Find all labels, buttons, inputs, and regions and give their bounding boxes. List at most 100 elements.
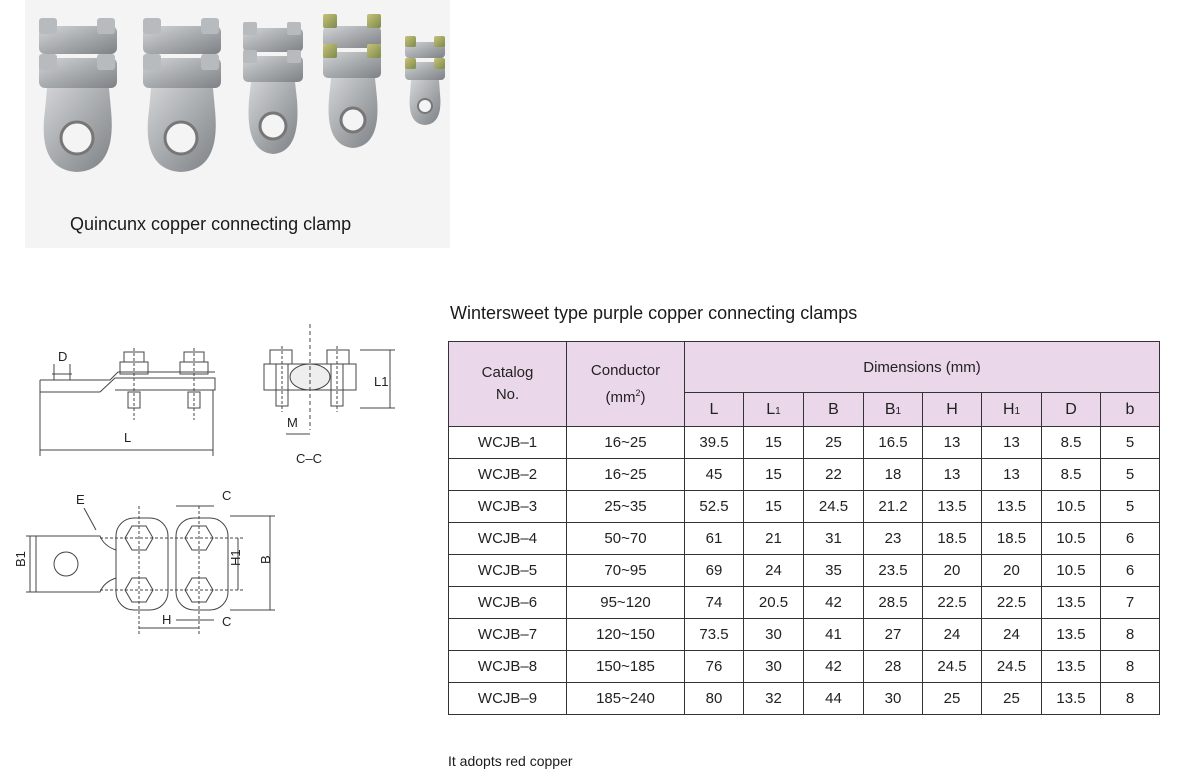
table-cell: 16~25 xyxy=(566,458,685,491)
clamp-photo-illustration xyxy=(39,14,445,172)
table-cell: 23 xyxy=(863,522,923,555)
table-cell: 120~150 xyxy=(566,618,685,651)
table-cell: WCJB–7 xyxy=(448,618,567,651)
table-cell: 15 xyxy=(743,490,804,523)
table-cell: WCJB–2 xyxy=(448,458,567,491)
table-cell: 8 xyxy=(1100,650,1160,683)
table-cell: 8 xyxy=(1100,682,1160,715)
table-cell: 21.2 xyxy=(863,490,923,523)
section-view-drawing xyxy=(263,324,395,435)
table-cell: 21 xyxy=(743,522,804,555)
table-cell: 24.5 xyxy=(803,490,864,523)
table-cell: 50~70 xyxy=(566,522,685,555)
section-caption: C–C xyxy=(296,451,322,466)
clamp-large-1 xyxy=(39,18,117,172)
header-dim-2: B xyxy=(803,392,864,427)
table-cell: 22.5 xyxy=(922,586,982,619)
table-title: Wintersweet type purple copper connectin… xyxy=(450,303,858,323)
header-dim-6: D xyxy=(1041,392,1101,427)
table-cell: 24 xyxy=(981,618,1042,651)
table-cell: 10.5 xyxy=(1041,490,1101,523)
table-cell: 18 xyxy=(863,458,923,491)
table-cell: 5 xyxy=(1100,458,1160,491)
table-cell: 7 xyxy=(1100,586,1160,619)
table-cell: 8.5 xyxy=(1041,426,1101,459)
table-cell: 18.5 xyxy=(922,522,982,555)
table-cell: 13.5 xyxy=(922,490,982,523)
header-dim-0: L xyxy=(684,392,744,427)
clamp-medium xyxy=(243,22,303,154)
table-cell: 22.5 xyxy=(981,586,1042,619)
label-D: D xyxy=(58,349,67,364)
table-cell: 31 xyxy=(803,522,864,555)
table-cell: 20 xyxy=(981,554,1042,587)
table-cell: 32 xyxy=(743,682,804,715)
table-cell: 10.5 xyxy=(1041,554,1101,587)
technical-drawings: D L L1 M C–C xyxy=(13,324,395,636)
header-dim-3: B1 xyxy=(863,392,923,427)
table-cell: 185~240 xyxy=(566,682,685,715)
table-cell: 15 xyxy=(743,426,804,459)
table-cell: 39.5 xyxy=(684,426,744,459)
table-cell: 61 xyxy=(684,522,744,555)
table-cell: 70~95 xyxy=(566,554,685,587)
table-cell: 8.5 xyxy=(1041,458,1101,491)
table-cell: WCJB–6 xyxy=(448,586,567,619)
table-cell: 24 xyxy=(922,618,982,651)
header-conductor: Conductor (mm2) xyxy=(566,341,685,427)
material-note: It adopts red copper xyxy=(448,753,573,769)
header-dim-7: b xyxy=(1100,392,1160,427)
table-cell: 150~185 xyxy=(566,650,685,683)
header-dim-5: H1 xyxy=(981,392,1042,427)
label-H: H xyxy=(162,612,171,627)
spec-table: Catalog No. Conductor (mm2) Dimensions (… xyxy=(448,341,1160,715)
table-cell: 13.5 xyxy=(1041,618,1101,651)
table-cell: 13 xyxy=(922,426,982,459)
table-cell: 22 xyxy=(803,458,864,491)
label-B: B xyxy=(258,555,273,564)
table-cell: 25~35 xyxy=(566,490,685,523)
table-cell: 13 xyxy=(981,458,1042,491)
photo-caption: Quincunx copper connecting clamp xyxy=(70,214,352,234)
table-cell: 13.5 xyxy=(1041,682,1101,715)
table-cell: 13 xyxy=(922,458,982,491)
label-C-top: C xyxy=(222,488,231,503)
table-cell: 13.5 xyxy=(1041,650,1101,683)
table-cell: 6 xyxy=(1100,522,1160,555)
label-H1: H1 xyxy=(228,549,243,566)
clamp-large-2 xyxy=(143,18,221,172)
table-cell: 24.5 xyxy=(922,650,982,683)
table-cell: 73.5 xyxy=(684,618,744,651)
table-cell: 25 xyxy=(981,682,1042,715)
table-cell: 5 xyxy=(1100,426,1160,459)
table-cell: 13.5 xyxy=(1041,586,1101,619)
table-cell: 30 xyxy=(743,650,804,683)
table-cell: 45 xyxy=(684,458,744,491)
table-cell: 10.5 xyxy=(1041,522,1101,555)
label-B1: B1 xyxy=(13,551,28,567)
table-cell: WCJB–8 xyxy=(448,650,567,683)
table-cell: 13.5 xyxy=(981,490,1042,523)
table-cell: 13 xyxy=(981,426,1042,459)
label-L1: L1 xyxy=(374,374,388,389)
table-cell: 20 xyxy=(922,554,982,587)
table-cell: 52.5 xyxy=(684,490,744,523)
table-cell: 25 xyxy=(922,682,982,715)
product-photo xyxy=(25,0,450,248)
header-dim-1: L1 xyxy=(743,392,804,427)
table-cell: 24 xyxy=(743,554,804,587)
table-cell: 28 xyxy=(863,650,923,683)
table-cell: 42 xyxy=(803,650,864,683)
table-cell: WCJB–5 xyxy=(448,554,567,587)
table-cell: 5 xyxy=(1100,490,1160,523)
table-cell: 23.5 xyxy=(863,554,923,587)
label-C-bottom: C xyxy=(222,614,231,629)
